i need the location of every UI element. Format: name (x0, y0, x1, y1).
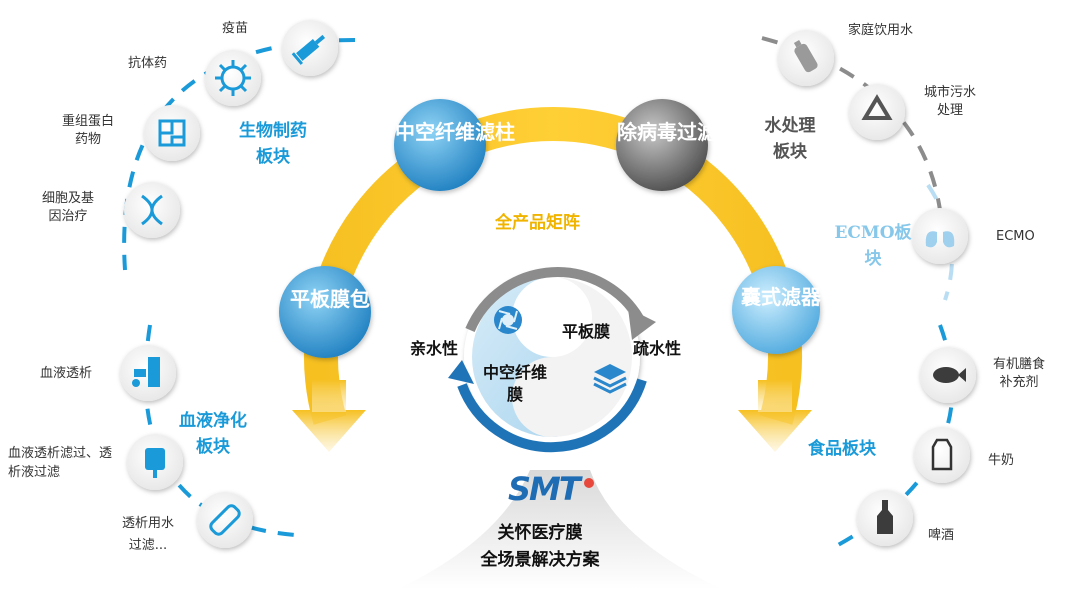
aperture-icon (494, 306, 522, 334)
product-label-flat-cassette: 平板膜包 (290, 287, 370, 311)
item-label-recombinant-protein: 重组蛋白药物 (62, 114, 115, 147)
virus-icon (215, 60, 251, 96)
filter-cartridge-icon (209, 504, 241, 536)
item-label-hemodiafiltration: 血液透析滤过、透析液过滤 (8, 446, 113, 480)
item-label-beer: 啤酒 (928, 528, 955, 543)
protein-icon (158, 119, 186, 147)
product-ball-hollow-fiber-column (394, 99, 486, 191)
item-label-ecmo: ECMO (996, 229, 1035, 244)
flat-membrane-label: 平板膜 (562, 322, 611, 341)
item-label-dietary-supplement: 有机膳食补充剂 (992, 357, 1045, 390)
product-label-hollow-fiber-column: 中空纤维滤柱 (395, 120, 515, 144)
item-label-municipal-wastewater: 城市污水处理 (923, 85, 976, 118)
dna-icon (141, 194, 163, 226)
center-title: 全产品矩阵 (495, 213, 580, 233)
segment-title-food: 食品板块 (808, 439, 876, 459)
product-label-capsule-filter: 囊式滤器 (741, 285, 821, 309)
syringe-icon (291, 34, 326, 65)
hollow-fiber-label: 中空纤维膜 (483, 363, 548, 404)
item-label-dialysis-water: 透析用水过滤... (121, 516, 174, 553)
segment-title-bio: 生物制药板块 (239, 121, 307, 167)
segment-title-ecmo: ECMO板块 (834, 223, 912, 269)
segment-title-blood: 血液净化板块 (179, 411, 247, 457)
dialysis-machine-icon (132, 357, 160, 387)
milk-carton-icon (931, 438, 953, 471)
layers-icon (593, 364, 627, 394)
membrane-circle (448, 267, 656, 453)
item-label-hemodialysis: 血液透析 (40, 366, 93, 381)
hydrophilic-label: 亲水性 (410, 339, 459, 358)
water-bottle-icon (793, 40, 818, 73)
item-label-antibody: 抗体药 (128, 56, 168, 71)
product-ball-capsule-filter (732, 266, 820, 354)
lungs-icon (925, 222, 955, 248)
item-label-home-water: 家庭饮用水 (848, 23, 914, 38)
product-ball-virus-filter (616, 99, 708, 191)
fish-icon (933, 367, 966, 383)
item-label-vaccine: 疫苗 (222, 21, 249, 36)
logo-dot (584, 478, 594, 488)
item-label-cell-gene-therapy: 细胞及基因治疗 (41, 191, 94, 224)
item-label-milk: 牛奶 (988, 453, 1015, 468)
hydrophobic-label: 疏水性 (633, 339, 682, 358)
base-mountain (398, 470, 722, 589)
product-ball-flat-cassette (279, 266, 371, 358)
smt-logo: SMT (508, 470, 581, 508)
recycle-icon (861, 94, 893, 120)
iv-bag-icon (145, 448, 165, 478)
bottom-title-line2: 全场景解决方案 (480, 550, 600, 570)
bottom-title-line1: 关怀医疗膜 (497, 523, 583, 543)
product-label-virus-filter: 除病毒过滤器 (617, 120, 737, 144)
segment-title-water: 水处理板块 (764, 116, 816, 162)
beer-bottle-icon (877, 500, 893, 534)
